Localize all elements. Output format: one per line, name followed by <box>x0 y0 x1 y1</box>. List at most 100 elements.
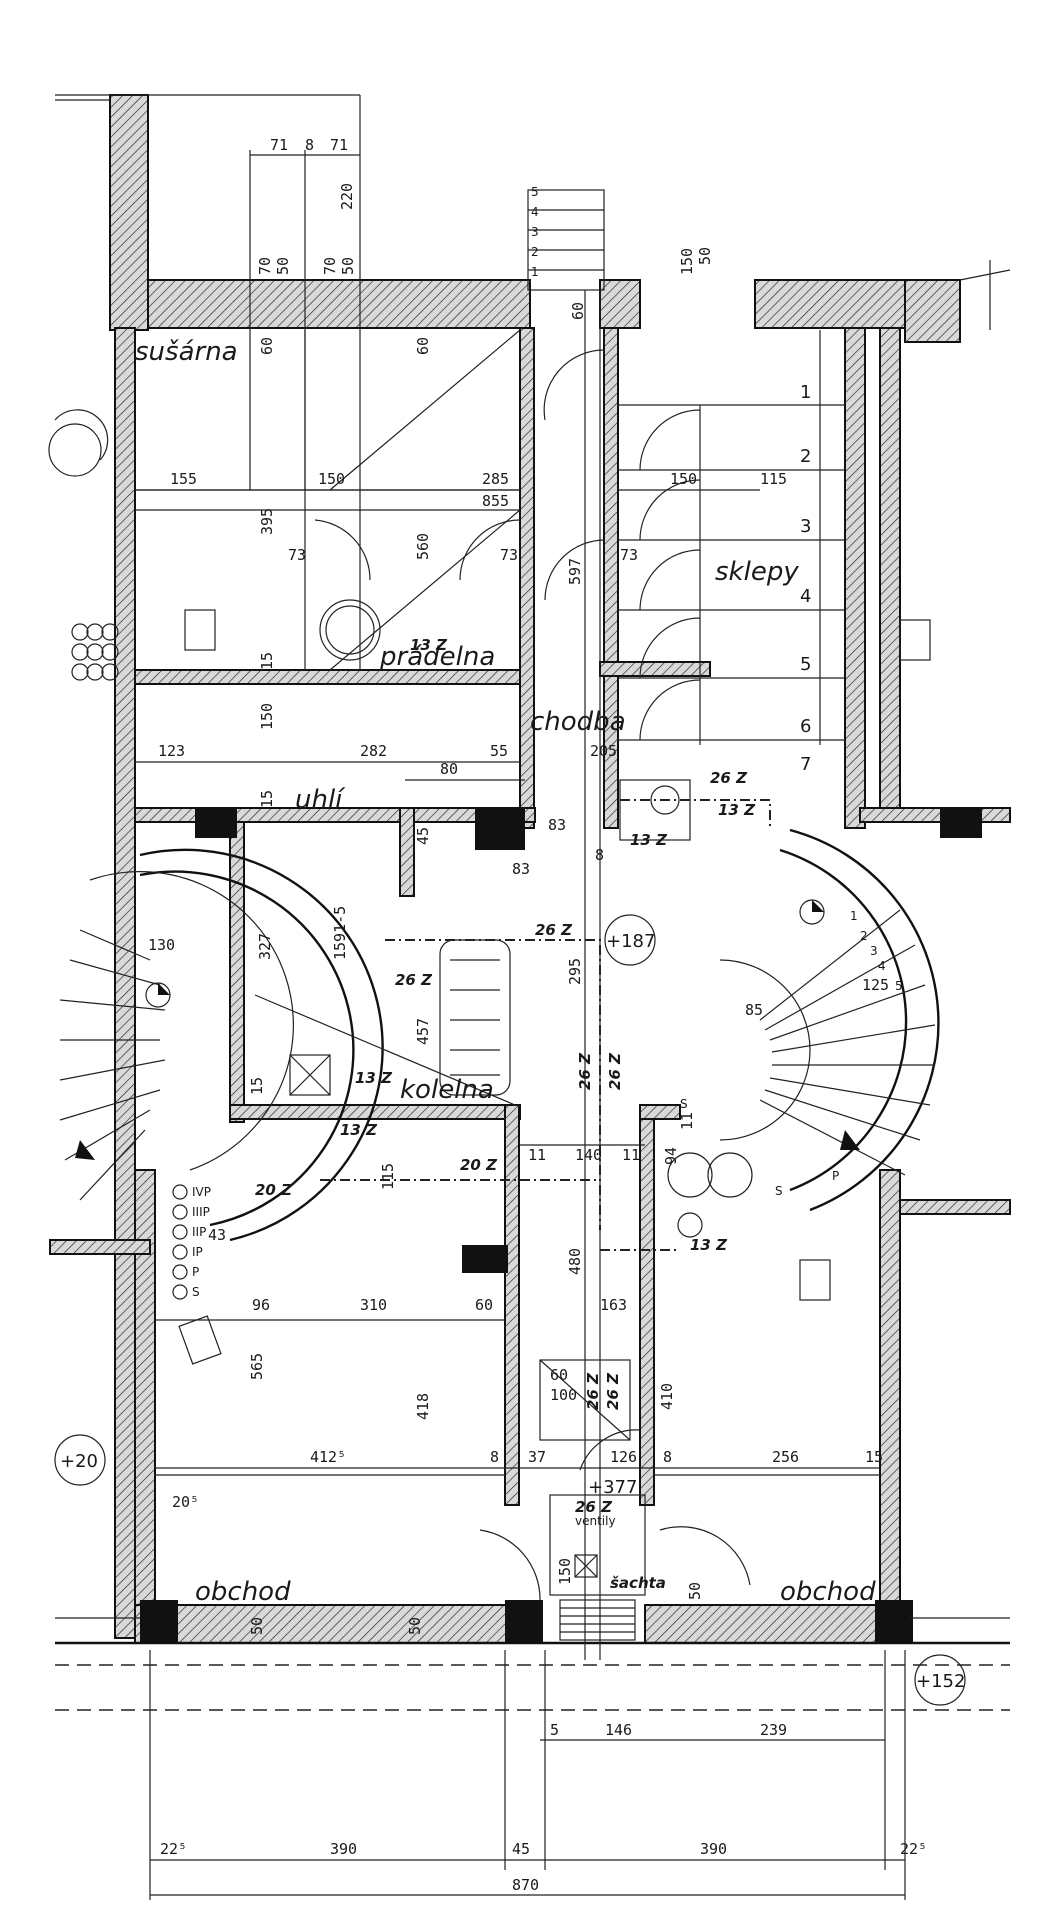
pipe-top <box>620 799 771 830</box>
stair-step-1: 1 <box>531 265 539 279</box>
dim-v1591: 1591-5 <box>331 906 349 960</box>
dim-96: 96 <box>252 1296 270 1314</box>
tank-1 <box>667 1152 713 1198</box>
stair-step-4: 4 <box>531 205 539 219</box>
dim-v73c: 73 <box>620 546 638 564</box>
dim-v11: 11 <box>678 1112 696 1130</box>
level-mark-center: +187 <box>606 931 655 952</box>
note-26z-v3: 26 Z <box>584 1372 602 1410</box>
level-marks: +187 +20 +152 +377 <box>54 914 966 1706</box>
pier-3 <box>875 1600 913 1644</box>
wall-chodba-left <box>519 327 535 829</box>
dim-11b: 11 <box>622 1146 640 1164</box>
dim-v15a: 15 <box>258 652 276 670</box>
dim-150a: 150 <box>318 470 345 488</box>
dim-155: 155 <box>170 470 197 488</box>
toilet-symbol <box>650 785 680 815</box>
dim-43: 43 <box>208 1226 226 1244</box>
dim-v60a: 60 <box>258 337 276 355</box>
shaft-box <box>549 1494 646 1596</box>
elec-label-iip: IIP <box>192 1225 206 1239</box>
dim-239: 239 <box>760 1721 787 1739</box>
dim-20-5: 20⁵ <box>172 1493 199 1511</box>
dim-83b: 83 <box>512 860 530 878</box>
pier-6 <box>940 808 982 838</box>
walls <box>49 94 1011 1645</box>
left-outer-wall <box>114 327 136 1639</box>
dim-b45: 45 <box>512 1840 530 1858</box>
dim-125: 125 <box>862 976 889 994</box>
left-chimney-wall <box>109 94 149 331</box>
note-20z-a: 20 Z <box>255 1181 293 1199</box>
room-labels: sušárna prádelna sklepy chodba uhlí kole… <box>135 337 876 1607</box>
dim-256: 256 <box>772 1448 799 1466</box>
pier-5 <box>475 808 525 850</box>
dim-v150: 150 <box>678 248 696 275</box>
stair-label-4: 4 <box>878 959 886 973</box>
dim-85: 85 <box>745 1001 763 1019</box>
note-13z-c: 13 Z <box>718 801 756 819</box>
dim-v15b: 15 <box>258 790 276 808</box>
label-ventily: ventily <box>575 1514 616 1528</box>
pier-7 <box>462 1245 508 1273</box>
annotations: 26 Z 26 Z 26 Z 13 Z 13 Z 13 Z 13 Z 13 Z … <box>255 636 756 1516</box>
dim-130: 130 <box>148 936 175 954</box>
level-mark-left: +20 <box>60 1451 98 1472</box>
dim-v410: 410 <box>658 1383 676 1410</box>
dim-v73b: 73 <box>500 546 518 564</box>
cellar-number-7: 7 <box>800 754 811 775</box>
dim-83a: 83 <box>548 816 566 834</box>
dim-b22-5a: 22⁵ <box>160 1840 187 1858</box>
dim-v50e: 50 <box>406 1617 424 1635</box>
tank-3 <box>677 1212 703 1238</box>
stair-label-2: 2 <box>860 929 868 943</box>
dimension-lines <box>135 95 906 1900</box>
right-outer-wall-2 <box>879 327 901 809</box>
note-26z-shaft: 26 Z <box>575 1498 613 1516</box>
cellar-number-6: 6 <box>800 716 811 737</box>
dim-v50b: 50 <box>339 257 357 275</box>
level-mark-center-circle <box>604 914 656 966</box>
dim-v395: 395 <box>258 508 276 535</box>
dimension-texts: 71 8 71 220 70 50 70 50 60 60 60 150 50 … <box>148 136 927 1894</box>
dim-15: 15 <box>865 1448 883 1466</box>
dim-v457: 457 <box>414 1018 432 1045</box>
dim-b390b: 390 <box>700 1840 727 1858</box>
dim-60: 60 <box>475 1296 493 1314</box>
dim-8a: 8 <box>490 1448 499 1466</box>
label-susarna: sušárna <box>135 337 238 367</box>
dim-11a: 11 <box>528 1146 546 1164</box>
stair-label-s2: S <box>680 1097 688 1111</box>
top-right-context <box>959 269 1011 281</box>
wall-right-low <box>899 1199 1011 1215</box>
dim-v418: 418 <box>414 1393 432 1420</box>
dim-55: 55 <box>490 742 508 760</box>
cellar-number-2: 2 <box>800 446 811 467</box>
dim-top-71a: 71 <box>270 136 288 154</box>
dim-5: 5 <box>550 1721 559 1739</box>
dim-box-60: 60 <box>550 1366 568 1384</box>
dim-126: 126 <box>610 1448 637 1466</box>
dim-b390a: 390 <box>330 1840 357 1858</box>
note-26z-b: 26 Z <box>535 921 573 939</box>
dim-v8a: 8 <box>595 846 604 864</box>
level-mark-shaft: +377 <box>588 1477 637 1498</box>
dim-163: 163 <box>600 1296 627 1314</box>
label-obchod-left: obchod <box>195 1577 291 1607</box>
right-outer-wall <box>844 327 866 829</box>
dim-v150d: 150 <box>556 1558 574 1585</box>
dim-v70b: 70 <box>321 257 339 275</box>
cellar-number-1: 1 <box>800 382 811 403</box>
wall-kolelna-bottom <box>229 1104 521 1120</box>
note-13z-e: 13 Z <box>340 1121 378 1139</box>
stair-label-s: S <box>775 1184 783 1198</box>
note-26z-v2: 26 Z <box>606 1052 624 1090</box>
stair-step-5: 5 <box>531 185 539 199</box>
note-26z-c: 26 Z <box>710 769 748 787</box>
label-sklepy: sklepy <box>715 557 799 587</box>
elec-label-s: S <box>192 1285 200 1299</box>
label-uhli: uhlí <box>295 785 346 815</box>
stair-label-p: P <box>832 1169 839 1183</box>
dim-282: 282 <box>360 742 387 760</box>
